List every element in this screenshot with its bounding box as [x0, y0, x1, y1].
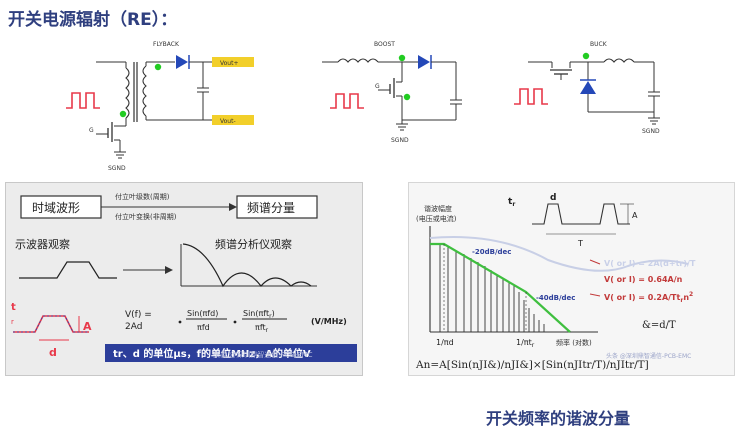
flyback-secondary-coil — [142, 65, 147, 117]
svg-text:πftr: πftr — [255, 323, 269, 334]
spectrum-envelope — [430, 242, 571, 333]
harmonic-spectrum-panel: tr d A T 谐波幅度 (电压或电流) -20dB/dec -40dB/de… — [408, 182, 735, 376]
eq3-sup: 2 — [689, 291, 693, 298]
buck-input-waveform — [514, 88, 548, 105]
boost-dot-2 — [403, 93, 411, 101]
boost-gate-label: G — [375, 83, 380, 90]
boost-dot-1 — [398, 54, 406, 62]
freq-axis-label: 频率 (对数) — [556, 338, 592, 347]
flyback-dot-2 — [119, 110, 127, 118]
eq2: V( or I) = 0.64A/n — [604, 275, 683, 284]
boost-inductor — [337, 58, 379, 63]
analyzer-label: 频谱分析仪观察 — [215, 237, 292, 251]
bottom-formula: An=A[Sin(nJI&)/nJI&]×[Sin(nJItr/T)/nJItr… — [415, 359, 649, 371]
eq1: V( or I) = 2A(d+tr)/T — [604, 259, 696, 268]
sin2-denominator: πft — [255, 323, 266, 332]
right-pulse-r: r — [512, 201, 515, 208]
vout-minus-label: Vout- — [220, 118, 236, 125]
pulse-r-label: r — [11, 318, 14, 326]
buck-circuit: BUCK SGND — [514, 41, 660, 135]
amp-ratio: &=d/T — [642, 320, 676, 331]
time-domain-label: 时域波形 — [32, 201, 80, 215]
scope-label: 示波器观察 — [15, 237, 70, 251]
page-title: 开关电源辐射（RE）： — [8, 10, 178, 30]
buck-label: BUCK — [590, 41, 608, 48]
vout-plus-tag — [212, 57, 254, 67]
slope-40-label: -40dB/dec — [536, 294, 575, 302]
svg-text:V( or I) = 0.2A/Ttrn2: V( or I) = 0.2A/Ttrn2 — [604, 291, 693, 304]
flyback-label: FLYBACK — [153, 41, 180, 48]
buck-inductor — [603, 58, 635, 63]
pulse-t-label: t — [11, 302, 16, 313]
vout-plus-label: Vout+ — [220, 60, 239, 67]
flyback-diode — [176, 55, 188, 69]
harmonic-amp-label: 谐波幅度 — [424, 204, 452, 213]
eq3-end: n — [683, 293, 689, 302]
spectrum-explanation-panel: 时域波形 频谱分量 付立叶级数(周期) 付立叶变换(非周期) 示波器观察 频谱分… — [5, 182, 363, 376]
x-label-2: 1/πt — [516, 338, 532, 347]
scope-trapezoid-wave — [19, 261, 117, 279]
units-label: (V/MHz) — [311, 317, 347, 326]
harmonic-amp-sub: (电压或电流) — [416, 214, 457, 223]
svg-text:1/πtr: 1/πtr — [516, 338, 535, 349]
right-pulse-d: d — [550, 193, 556, 203]
flyback-circuit: FLYBACK Vout+ Vout- — [66, 41, 254, 172]
vout-minus-tag — [212, 115, 254, 125]
freq-domain-label: 频谱分量 — [247, 201, 295, 215]
eq3-sub: r — [680, 297, 683, 304]
flyback-input-waveform — [66, 92, 100, 109]
pulse-d-label: d — [49, 346, 57, 359]
sin2-numerator-sub: r — [269, 313, 272, 320]
power-converter-circuits: FLYBACK Vout+ Vout- — [66, 41, 660, 172]
harmonic-lines — [439, 244, 545, 332]
pulse-A-label: A — [83, 320, 92, 333]
sin2-numerator-end: ) — [272, 309, 275, 318]
buck-dot — [582, 52, 590, 60]
boost-diode — [418, 55, 430, 69]
spectrum-lobes — [182, 243, 312, 288]
eq-lhs: V(f) = — [125, 310, 152, 320]
sin2-numerator: Sin(πft — [243, 309, 269, 318]
fourier-transform-label: 付立叶变换(非周期) — [115, 212, 177, 221]
right-pulse-t: t — [508, 197, 513, 207]
sin1-numerator: Sin(πfd) — [187, 309, 218, 318]
flyback-dot-1 — [154, 63, 162, 71]
boost-circuit: BOOST G SGND — [322, 41, 462, 144]
flyback-gate-label: G — [89, 127, 94, 134]
svg-text:tr: tr — [508, 197, 515, 208]
eq-lhs2: 2Ad — [125, 322, 142, 332]
sin2-denominator-sub: r — [266, 327, 269, 334]
right-pulse-train — [532, 203, 630, 225]
flyback-ground-label: SGND — [108, 165, 126, 172]
eq3: V( or I) = 0.2A/Tt — [604, 293, 681, 302]
units-line: tr、d 的单位μs，f的单位MHz，A的单位V — [113, 347, 311, 360]
left-watermark: 头条 @深圳鼎智通信-PCB-EMC — [213, 350, 313, 359]
sin1-denominator: πfd — [197, 323, 210, 332]
harmonic-caption: 开关频率的谐波分量 — [486, 409, 631, 428]
flyback-primary-coil — [125, 67, 130, 119]
right-watermark: 头条 @深圳鼎智通信-PCB-EMC — [606, 352, 691, 360]
boost-input-waveform — [330, 93, 364, 109]
buck-ground-label: SGND — [642, 128, 660, 135]
x-label-2-sub: r — [532, 342, 535, 349]
slope-20-label: -20dB/dec — [472, 248, 511, 256]
boost-ground-label: SGND — [391, 137, 409, 144]
fourier-series-label: 付立叶级数(周期) — [115, 192, 170, 201]
x-label-1: 1/πd — [436, 338, 454, 347]
pulse-diagram — [13, 315, 89, 333]
boost-label: BOOST — [374, 41, 395, 48]
buck-diode — [580, 81, 596, 94]
right-pulse-T: T — [577, 239, 583, 248]
right-pulse-A: A — [632, 211, 638, 220]
svg-text:Sin(πftr): Sin(πftr) — [243, 309, 275, 320]
units-highlight — [105, 344, 357, 362]
